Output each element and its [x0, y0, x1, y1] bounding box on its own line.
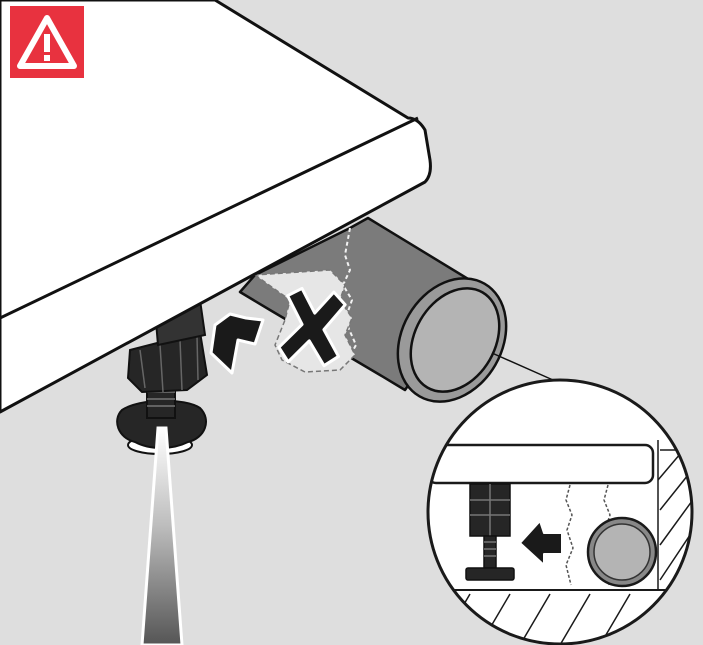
warning-badge — [10, 6, 84, 78]
